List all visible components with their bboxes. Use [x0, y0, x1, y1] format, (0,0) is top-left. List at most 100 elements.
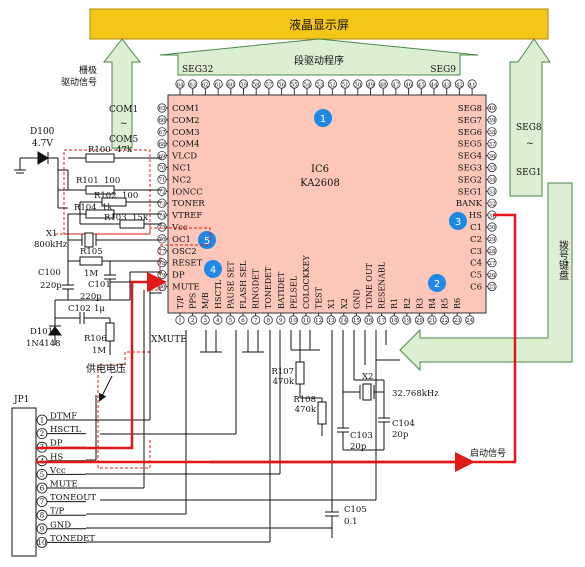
ic-bottom-pin-number: 8: [266, 318, 270, 324]
ic-top-pin: [429, 79, 439, 89]
ic-right-pin-name: SEG5: [458, 140, 482, 150]
ic-right-pin: [487, 234, 497, 244]
ic-bottom-pin-number: 10: [290, 318, 297, 324]
marker-4: 4: [204, 260, 222, 278]
ic-bottom-pin-number: 4: [216, 318, 220, 324]
d101-ref: D101: [30, 327, 53, 337]
r104-ref: R104: [74, 203, 97, 213]
jp1-pin-number: 7: [40, 498, 44, 506]
segment-driver-arrow: [159, 38, 479, 76]
ic-top-pin: [188, 79, 198, 89]
ic-ref: IC6: [311, 164, 329, 175]
ic-bottom-pin: [200, 315, 210, 325]
ic-right-pin-name: C2: [470, 235, 482, 245]
jp1-pin-number: 1: [40, 417, 44, 425]
ic-right-pin-name: BANK: [456, 199, 483, 209]
ic-top-pin-number: 52: [329, 83, 336, 89]
jp1-pin-name: DTMF: [50, 412, 77, 422]
ic-bottom-pin: [263, 315, 273, 325]
ic-top-pin-number: 47: [392, 83, 399, 89]
ic-bottom-pin-number: 9: [279, 318, 283, 324]
ic-right-pin-number: 30: [489, 225, 496, 231]
ic-bottom-pin-name: RINGDET: [252, 268, 261, 309]
ic-bottom-pin-name: TEST: [315, 286, 324, 309]
ic-top-pin-number: 55: [291, 83, 298, 89]
ic-bottom-pin-number: 1: [178, 318, 182, 324]
marker-1: 1: [314, 109, 332, 127]
ic-bottom-pin-name: GND: [352, 289, 361, 309]
ic-bottom-pin-name: TONE OUT: [365, 262, 374, 309]
ic-top-pin-number: 48: [380, 83, 387, 89]
c101-value: 220p: [80, 292, 102, 302]
ic-bottom-pin: [238, 315, 248, 325]
ic-right-pin-number: 28: [489, 249, 496, 255]
ic-right-pin: [487, 281, 497, 292]
ic-top-pin: [340, 79, 350, 89]
ic-top-pin-number: 53: [316, 83, 323, 89]
ic-bottom-pin-number: 21: [429, 318, 436, 324]
ic-top-pin: [416, 79, 426, 89]
ic-top-pin: [289, 79, 299, 89]
marker-2: 2: [428, 274, 446, 292]
ic-top-pin-number: 63: [189, 83, 196, 89]
ic-top-pin: [264, 79, 274, 89]
supply-voltage-label: 供电电压: [86, 362, 126, 375]
ic-left-pin-number: 76: [159, 237, 166, 243]
ic-bottom-pin: [288, 315, 298, 325]
x1-ref: X1: [46, 229, 57, 239]
ic-top-pin-number: 44: [431, 83, 438, 89]
ic-right-pin-name: C3: [470, 247, 482, 257]
ic-left-pin-name: IONCC: [172, 187, 203, 197]
ic-bottom-pin-number: 23: [454, 318, 461, 324]
marker-2-text: 2: [434, 279, 440, 290]
ic-bottom-pin-name: FLASH SEL: [239, 260, 248, 309]
r101-value: 100: [104, 176, 120, 186]
ic-bottom-pin-number: 18: [391, 318, 398, 324]
ic-bottom-pin: [452, 315, 462, 325]
ic-top-pin: [175, 79, 185, 89]
r107-value: 470k: [273, 377, 295, 387]
ic-left-pin: [157, 115, 167, 125]
keyboard-label: 拨号键盘: [557, 239, 569, 280]
ic-left-pin: [157, 186, 167, 196]
c103-ref: C103: [350, 431, 373, 441]
start-signal-label: 启动信号: [470, 447, 506, 459]
ic-bottom-pin: [213, 315, 223, 325]
ic-bottom-pin-name: R3: [415, 298, 424, 309]
ic-top-pin: [302, 79, 312, 89]
ic-top-pin: [378, 79, 388, 89]
ic-right-pin: [487, 258, 497, 268]
ic-top-pin: [213, 79, 223, 89]
jp1-wiring: [86, 280, 377, 543]
ic-bottom-pin: [301, 315, 311, 325]
ic-top-pin: [442, 79, 452, 89]
ic-right-pin-number: 36: [489, 154, 496, 160]
ic-bottom-pin-name: X1: [327, 298, 336, 309]
ic-bottom-pin-name: PELSEL: [289, 275, 298, 309]
marker-3: 3: [449, 212, 467, 230]
ic-right-pin-number: 37: [489, 142, 496, 148]
ic-top-pin-number: 56: [278, 83, 285, 89]
ic-part: KA2608: [300, 178, 340, 189]
ic-right-pin: [487, 139, 497, 149]
ic-top-pin-number: 45: [418, 83, 425, 89]
ic-right-pin-number: 27: [489, 261, 496, 267]
ic-left-pin: [157, 234, 167, 244]
ic-bottom-pin-name: BATIDET: [277, 271, 286, 309]
ic-left-pin-number: 77: [159, 249, 166, 255]
ic-top-pin-number: 58: [253, 83, 260, 89]
ic-top-pin-number: 43: [443, 83, 450, 89]
jp1-pin-name: HS: [50, 452, 63, 462]
ic-bottom-pin-name: RESENABL: [378, 261, 387, 309]
ic-bottom-pin-name: TONEDET: [264, 266, 273, 309]
ic-right-pin: [487, 162, 497, 173]
bottom-wiring: [200, 330, 400, 538]
ic-top-pin: [226, 79, 236, 89]
marker-3-text: 3: [455, 217, 461, 228]
ic-top-pin-number: 50: [354, 83, 361, 89]
keyboard-arrow: [399, 182, 573, 372]
ic-bottom-pin-number: 16: [366, 318, 373, 324]
c104-ref: C104: [392, 419, 415, 429]
